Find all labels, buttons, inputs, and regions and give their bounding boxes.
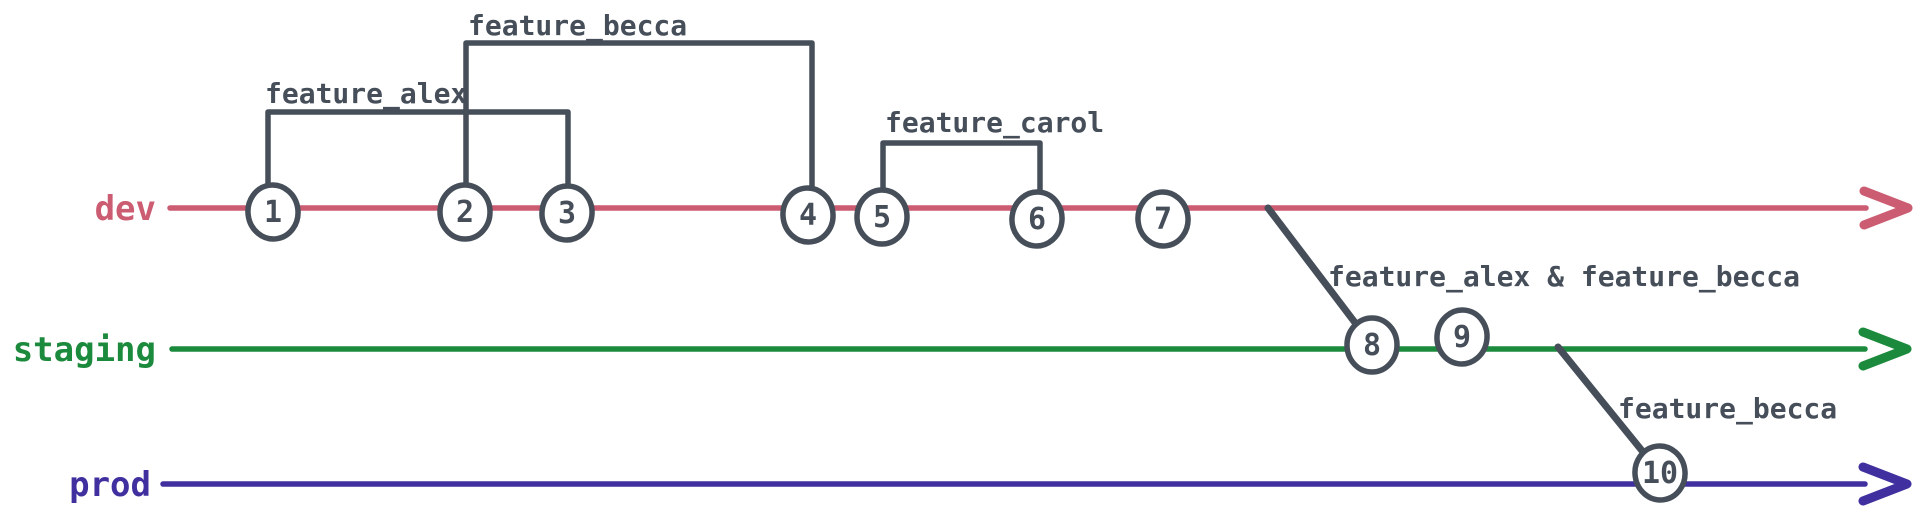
prod-branch-arrowhead-icon [1858, 462, 1912, 506]
commit-number: 10 [1642, 456, 1678, 491]
dev-branch-arrowhead-icon [1859, 186, 1913, 230]
commit-node-10 [1632, 443, 1688, 503]
feature-bracket-feature_becca [463, 40, 815, 194]
commit-nodes-layer: 1 2 3 4 5 6 7 8 9 10 [245, 182, 1688, 503]
merge-label: feature_becca [1618, 392, 1837, 425]
commit-number: 7 [1154, 202, 1172, 237]
commit-node-8 [1344, 315, 1400, 375]
commit-number: 9 [1453, 320, 1471, 355]
commit-node-4 [780, 185, 836, 245]
merge-label: feature_alex & feature_becca [1328, 260, 1800, 293]
commit-number: 2 [456, 195, 474, 230]
commit-number: 3 [558, 196, 576, 231]
prod-branch-label: prod [69, 465, 151, 505]
commit-node-5 [854, 187, 910, 247]
commit-node-3 [539, 183, 595, 243]
commit-number: 8 [1363, 328, 1381, 363]
staging-branch-arrowhead-icon [1858, 327, 1912, 371]
commit-node-6 [1009, 189, 1065, 249]
feature-bracket-label: feature_carol [885, 106, 1104, 139]
commit-node-1 [245, 182, 301, 242]
labels-layer: devstagingprodfeature_alexfeature_beccaf… [13, 9, 1837, 505]
commit-node-9 [1434, 307, 1490, 367]
commit-number: 6 [1028, 202, 1046, 237]
commit-number: 5 [873, 200, 891, 235]
dev-branch-label: dev [95, 189, 156, 229]
feature-bracket-feature_carol [880, 140, 1043, 198]
commit-number: 4 [799, 198, 817, 233]
feature-bracket-feature_alex [265, 109, 571, 192]
staging-branch-label: staging [13, 330, 156, 370]
feature-bracket-label: feature_alex [265, 77, 467, 110]
commit-node-2 [437, 182, 493, 242]
feature-bracket-label: feature_becca [468, 9, 687, 42]
commit-node-7 [1135, 189, 1191, 249]
commit-number: 1 [264, 195, 282, 230]
